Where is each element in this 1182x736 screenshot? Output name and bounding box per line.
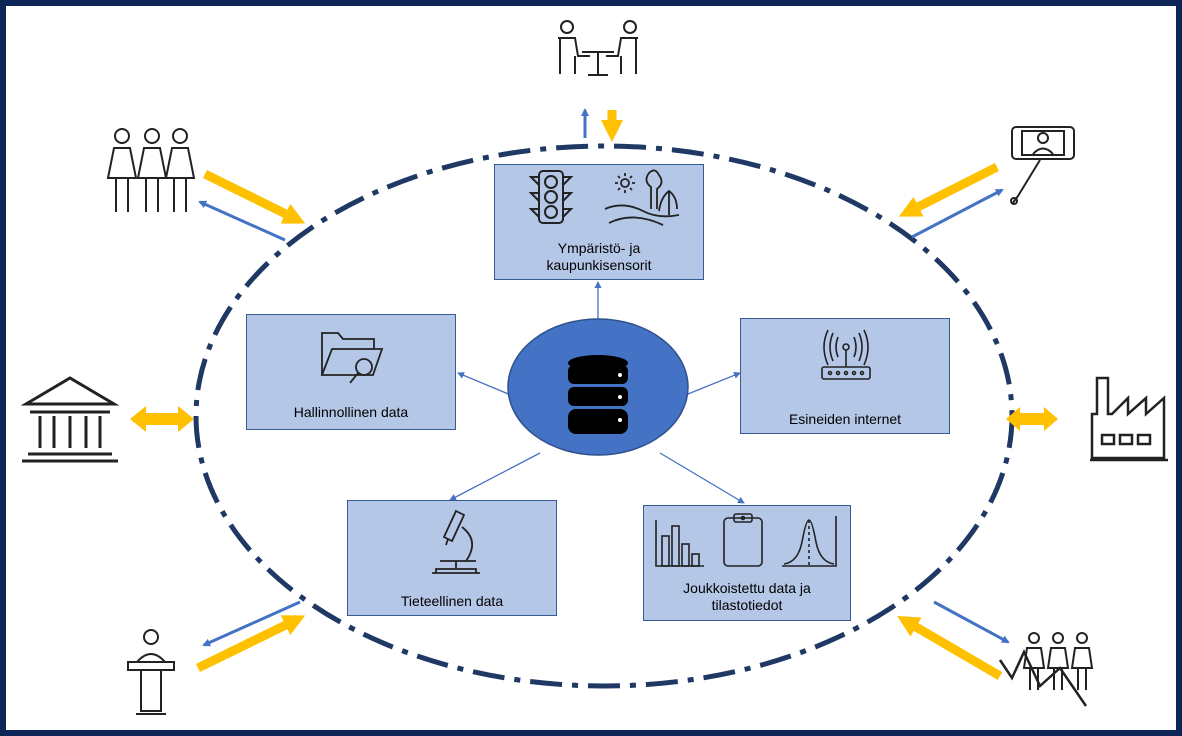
arrow-pair-left [130,406,194,432]
arrow-pair-top [581,108,623,142]
wifi-router-icon [821,329,871,380]
government-building-icon [20,376,120,463]
bar-chart-icon [655,520,704,567]
bell-curve-icon [782,516,837,567]
speaker-podium-icon [127,629,175,715]
node-environment-label-line1: Ympäristö- ja [557,240,641,256]
node-internet-of-things: Esineiden internet [740,318,950,434]
node-crowdsourced-statistics: Joukkoistettu data ja tilastotiedot [643,505,851,621]
node-iot-label: Esineiden internet [788,411,902,427]
people-meeting-icon [558,20,638,76]
node-scientific-data: Tieteellinen data [347,500,557,616]
microscope-icon [432,509,480,574]
node-administrative-data: Hallinnollinen data [246,314,456,430]
connector-crowdsourced [659,452,745,504]
node-environment-label-line2: kaupunkisensorit [546,257,652,273]
arrow-pair-right [1006,407,1058,431]
folder-search-icon [320,332,384,384]
landscape-sun-tree-icon [604,169,680,226]
database-center [507,318,689,456]
node-crowdsourced-label-line2: tilastotiedot [711,597,783,613]
node-administrative-label: Hallinnollinen data [293,404,409,420]
factory-icon [1090,376,1168,462]
selfie-stick-icon [1010,126,1075,205]
arrow-pair-top-right [898,162,1004,239]
node-crowdsourced-label-line1: Joukkoistettu data ja [683,580,811,596]
node-scientific-label: Tieteellinen data [400,593,504,609]
arrow-pair-bottom-right [897,600,1010,680]
arrow-pair-top-left [198,169,306,242]
group-women-icon [106,128,196,212]
traffic-light-icon [528,170,574,224]
crowd-trend-icon [998,632,1094,707]
clipboard-icon [723,513,763,567]
database-icon [568,355,628,434]
connector-scientific [449,452,541,501]
node-environment-sensors: Ympäristö- ja kaupunkisensorit [494,164,704,280]
connector-iot [677,371,741,399]
arrow-pair-bottom-left [196,600,306,673]
